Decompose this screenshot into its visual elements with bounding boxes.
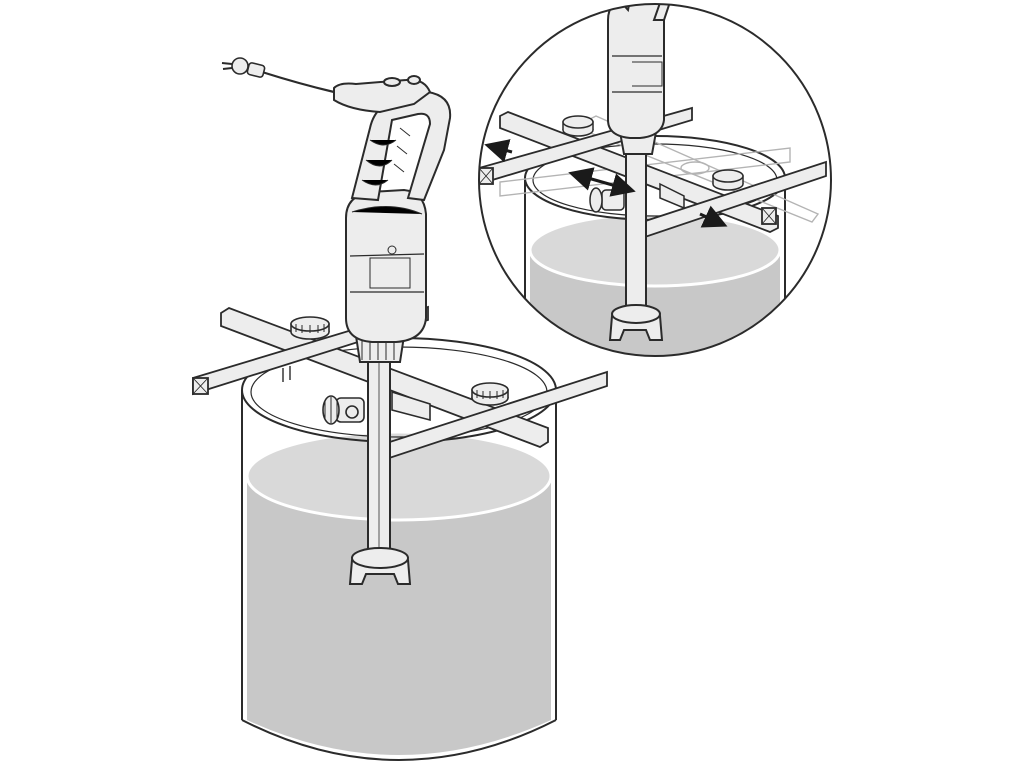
knob-icon[interactable] — [712, 169, 744, 191]
pot-bottom — [241, 719, 557, 761]
detail-inset-border — [478, 3, 832, 357]
knob-icon[interactable] — [562, 115, 594, 137]
knob-icon[interactable] — [471, 382, 509, 406]
knob-icon[interactable] — [290, 316, 330, 340]
speed-button[interactable] — [407, 75, 421, 85]
stock-pot — [241, 337, 557, 761]
immersion-blender — [261, 70, 452, 585]
detail-inset — [478, 3, 832, 357]
power-cable — [261, 70, 335, 94]
power-button[interactable] — [383, 77, 401, 87]
liquid-surface — [245, 430, 553, 522]
clamp-block — [322, 390, 431, 425]
double-arrow-icon — [484, 139, 728, 228]
pot-liquid — [247, 476, 551, 755]
power-plug-icon — [221, 57, 266, 78]
